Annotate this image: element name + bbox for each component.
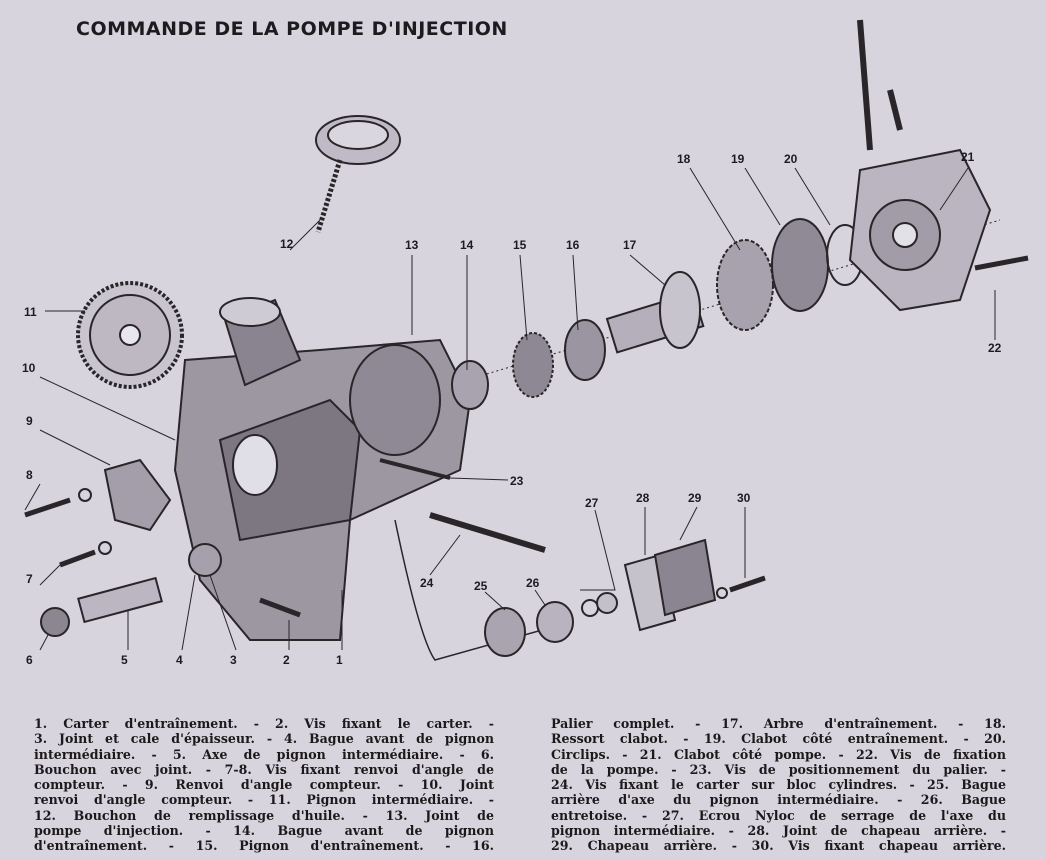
callout-11: 11: [24, 305, 37, 319]
callout-14: 14: [460, 238, 474, 252]
caption-right-column: Palier complet. - 17. Arbre d'entraîneme…: [551, 716, 1006, 854]
callout-9: 9: [26, 414, 33, 428]
shaft-assembly: [451, 218, 864, 410]
pump-side-dog: [848, 19, 1029, 312]
callout-26: 26: [526, 576, 540, 590]
callout-8: 8: [26, 468, 33, 482]
caption-line: Circlips. - 21. Clabot côté pompe. - 22.…: [551, 746, 1006, 762]
callout-19: 19: [731, 152, 745, 166]
exploded-view-diagram: 1 2 3 4 5 6 7 8 9 10 11 12 13 14 15 16 1…: [22, 19, 1029, 667]
caption-line: compteur. - 9. Renvoi d'angle compteur. …: [34, 777, 494, 793]
callout-29: 29: [688, 491, 702, 505]
callout-numbers: 1 2 3 4 5 6 7 8 9 10 11 12 13 14 15 16 1…: [22, 150, 1002, 667]
callout-7: 7: [26, 572, 33, 586]
callout-13: 13: [405, 238, 419, 252]
caption-line: arrière d'axe du pignon intermédiaire. -…: [551, 792, 1006, 808]
drive-housing: [173, 297, 472, 641]
caption-line: renvoi d'angle compteur. - 11. Pignon in…: [34, 792, 494, 808]
leader-lines: [24, 167, 996, 651]
caption-left-column: 1. Carter d'entraînement. - 2. Vis fixan…: [34, 716, 494, 854]
caption-line: pompe d'injection. - 14. Bague avant de …: [34, 823, 494, 839]
caption-line: de la pompe. - 23. Vis de positionnement…: [551, 761, 1006, 777]
callout-10: 10: [22, 361, 36, 375]
callout-22: 22: [988, 341, 1002, 355]
callout-12: 12: [280, 237, 294, 251]
caption-line: 1. Carter d'entraînement. - 2. Vis fixan…: [34, 716, 494, 731]
callout-30: 30: [737, 491, 751, 505]
callout-4: 4: [176, 653, 183, 667]
caption-line: Palier complet. - 17. Arbre d'entraîneme…: [551, 716, 1006, 731]
oil-filler-cap: [315, 115, 401, 233]
callout-27: 27: [585, 496, 599, 510]
callout-3: 3: [230, 653, 237, 667]
callout-2: 2: [283, 653, 290, 667]
caption-line: entretoise. - 27. Ecrou Nyloc de serrage…: [551, 807, 1006, 823]
callout-5: 5: [121, 653, 128, 667]
caption-line: d'entraînement. - 15. Pignon d'entraînem…: [34, 838, 494, 854]
callout-15: 15: [513, 238, 527, 252]
callout-20: 20: [784, 152, 798, 166]
caption-line: pignon intermédiaire. - 28. Joint de cha…: [551, 823, 1006, 839]
callout-25: 25: [474, 579, 488, 593]
caption-line: intermédiaire. - 5. Axe de pignon interm…: [34, 746, 494, 762]
caption-line: 24. Vis fixant le carter sur bloc cylind…: [551, 777, 1006, 793]
caption-line: Ressort clabot. - 19. Clabot côté entraî…: [551, 731, 1006, 747]
speedometer-drive-parts: [24, 458, 301, 637]
caption-line: 29. Chapeau arrière. - 30. Vis fixant ch…: [551, 838, 1006, 854]
caption-line: Bouchon avec joint. - 7-8. Vis fixant re…: [34, 761, 494, 777]
callout-21: 21: [961, 150, 975, 164]
callout-17: 17: [623, 238, 637, 252]
intermediate-gear: [76, 281, 184, 389]
callout-23: 23: [510, 474, 524, 488]
diagram-title: COMMANDE DE LA POMPE D'INJECTION: [76, 18, 508, 40]
callout-16: 16: [566, 238, 580, 252]
callout-28: 28: [636, 491, 650, 505]
caption-line: 3. Joint et cale d'épaisseur. - 4. Bague…: [34, 731, 494, 747]
caption-line: 12. Bouchon de remplissage d'huile. - 13…: [34, 807, 494, 823]
callout-1: 1: [336, 653, 343, 667]
callout-6: 6: [26, 653, 33, 667]
callout-24: 24: [420, 576, 434, 590]
rear-cap-parts: [484, 538, 766, 657]
callout-18: 18: [677, 152, 691, 166]
